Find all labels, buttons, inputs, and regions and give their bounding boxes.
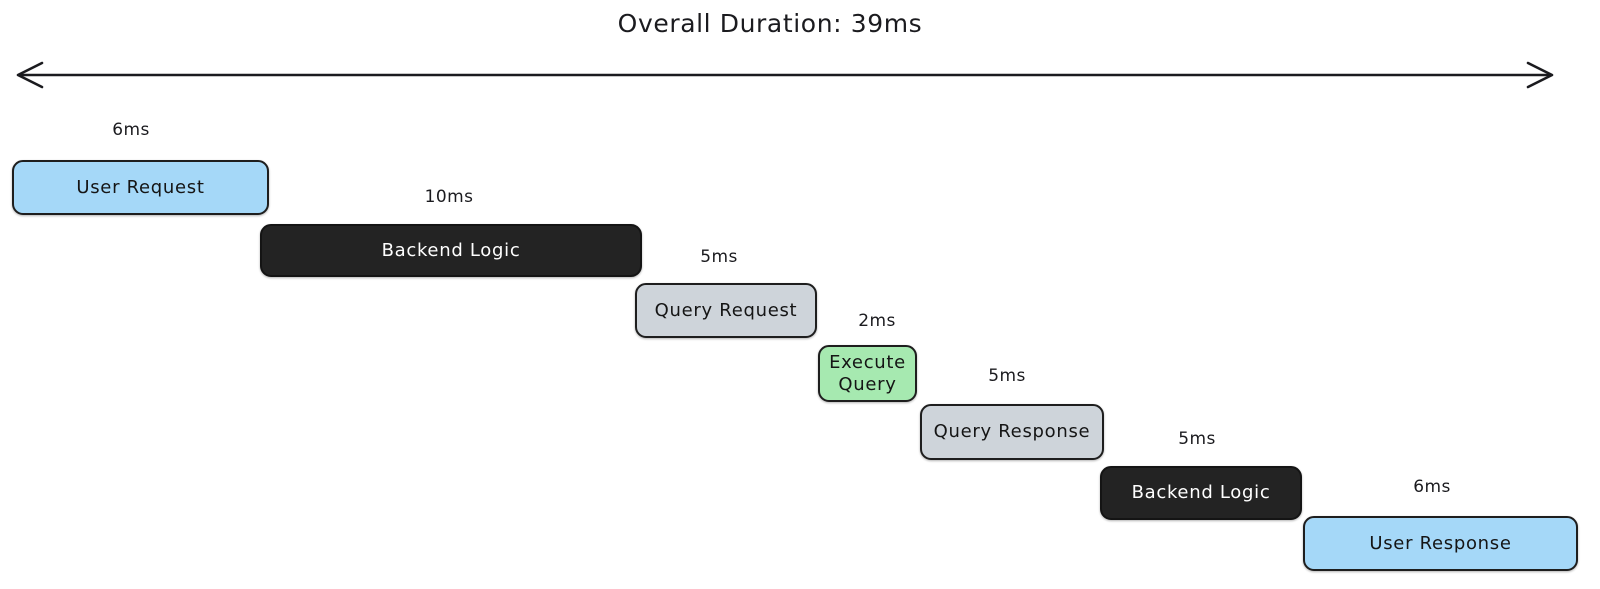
duration-label-user-request: 6ms	[112, 120, 150, 140]
page-title: Overall Duration: 39ms	[617, 9, 923, 38]
duration-label-execute-query: 2ms	[858, 311, 896, 331]
duration-label-backend-logic-1: 10ms	[424, 187, 474, 207]
duration-label-user-response: 6ms	[1413, 477, 1451, 497]
span-bar-backend-logic-1[interactable]: Backend Logic	[260, 224, 642, 277]
span-label-backend-logic-2: Backend Logic	[1131, 482, 1271, 504]
span-bar-backend-logic-2[interactable]: Backend Logic	[1100, 466, 1302, 520]
span-label-backend-logic-1: Backend Logic	[381, 239, 521, 261]
span-label-user-request: User Request	[76, 176, 205, 198]
span-label-query-response: Query Response	[933, 421, 1091, 443]
span-bar-query-request[interactable]: Query Request	[635, 283, 817, 338]
span-bar-query-response[interactable]: Query Response	[920, 404, 1104, 460]
duration-axis	[16, 61, 1554, 89]
duration-label-query-response: 5ms	[988, 366, 1026, 386]
span-label-user-response: User Response	[1369, 532, 1512, 554]
span-label-query-request: Query Request	[654, 299, 798, 321]
span-bar-user-response[interactable]: User Response	[1303, 516, 1578, 571]
duration-label-backend-logic-2: 5ms	[1178, 429, 1216, 449]
duration-label-query-request: 5ms	[700, 247, 738, 267]
span-bar-user-request[interactable]: User Request	[12, 160, 269, 215]
